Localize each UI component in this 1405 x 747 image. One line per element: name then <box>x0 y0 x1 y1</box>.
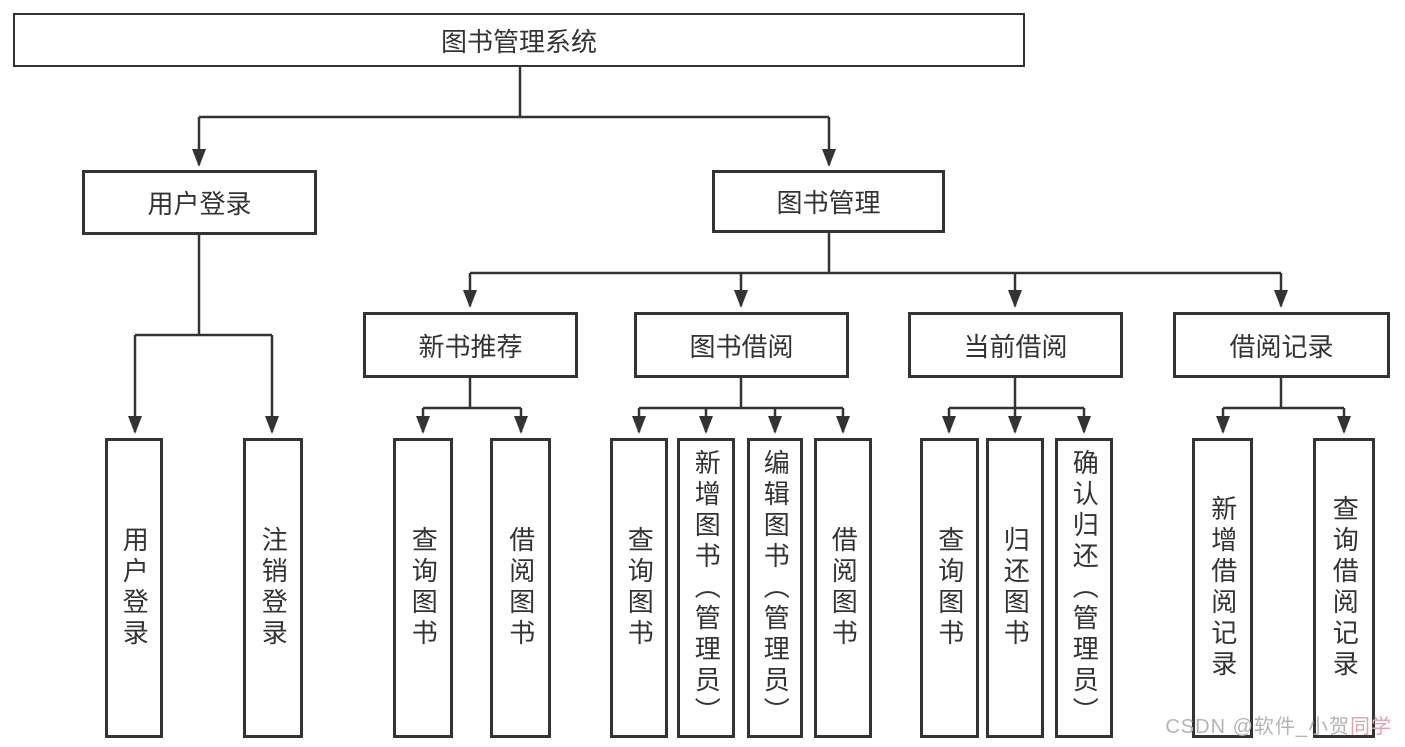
leaf-edit-books-admin-label: 编辑图书（管理员） <box>760 448 791 728</box>
csdn-watermark-main: CSDN @软件_小贺 <box>1165 716 1350 738</box>
leaf-return-books-label: 归还图书 <box>1000 526 1031 650</box>
leaf-query-borrow-record-label: 查询借阅记录 <box>1329 495 1360 681</box>
leaf-borrow-books: 借阅图书 <box>814 438 872 738</box>
leaf-query-books-current: 查询图书 <box>920 438 979 738</box>
leaf-user-login-label: 用户登录 <box>119 526 150 650</box>
csdn-watermark-accent: 同学 <box>1350 716 1392 738</box>
leaf-borrow-books-recommend-label: 借阅图书 <box>505 526 536 650</box>
node-borrowing-records: 借阅记录 <box>1173 312 1390 378</box>
leaf-edit-books-admin: 编辑图书（管理员） <box>747 438 803 738</box>
leaf-borrow-books-recommend: 借阅图书 <box>490 438 551 738</box>
leaf-query-borrow-record: 查询借阅记录 <box>1313 438 1375 738</box>
leaf-query-books-recommend-label: 查询图书 <box>408 526 439 650</box>
leaf-add-borrow-record-label: 新增借阅记录 <box>1207 495 1238 681</box>
node-book-borrowing: 图书借阅 <box>634 312 849 378</box>
leaf-query-books-current-label: 查询图书 <box>934 526 965 650</box>
node-library-management-system: 图书管理系统 <box>13 13 1025 67</box>
leaf-query-books-recommend: 查询图书 <box>393 438 453 738</box>
leaf-add-borrow-record: 新增借阅记录 <box>1192 438 1253 738</box>
leaf-query-books-borrow-label: 查询图书 <box>624 526 655 650</box>
node-book-management: 图书管理 <box>712 170 945 233</box>
node-new-book-recommend: 新书推荐 <box>363 312 578 378</box>
leaf-confirm-return-admin: 确认归还（管理员） <box>1055 438 1113 738</box>
leaf-logout-login-label: 注销登录 <box>258 526 289 650</box>
leaf-query-books-borrow: 查询图书 <box>610 438 668 738</box>
leaf-user-login: 用户登录 <box>105 438 163 738</box>
leaf-confirm-return-admin-label: 确认归还（管理员） <box>1069 448 1100 728</box>
node-current-borrowing: 当前借阅 <box>908 312 1123 378</box>
leaf-add-books-admin-label: 新增图书（管理员） <box>691 448 722 728</box>
leaf-return-books: 归还图书 <box>986 438 1044 738</box>
node-user-login: 用户登录 <box>82 170 317 235</box>
csdn-watermark: CSDN @软件_小贺同学 <box>1165 710 1392 739</box>
leaf-add-books-admin: 新增图书（管理员） <box>677 438 735 738</box>
leaf-borrow-books-label: 借阅图书 <box>828 526 859 650</box>
leaf-logout-login: 注销登录 <box>243 438 303 738</box>
